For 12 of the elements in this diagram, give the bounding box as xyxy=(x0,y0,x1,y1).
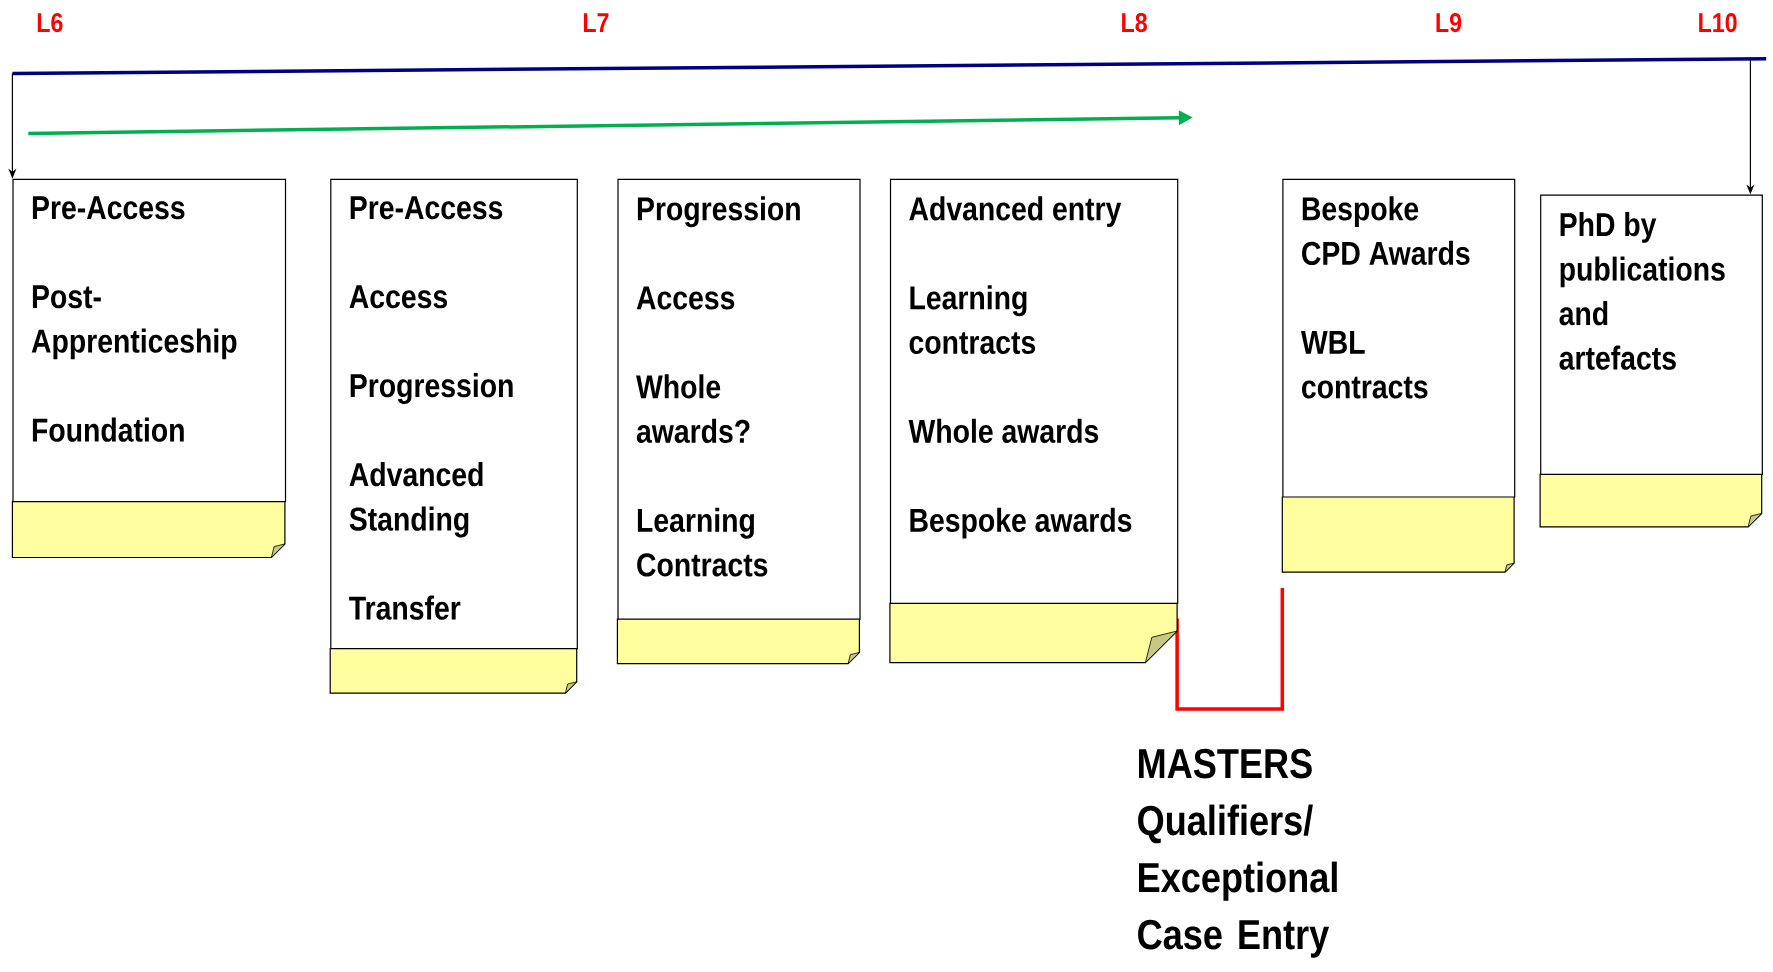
level-label: L10 xyxy=(1699,13,1737,33)
note-box: Pre-Access Post-Apprenticeship Foundation xyxy=(11,178,287,559)
note-text: MASTERS Qualifiers/ Exceptional Case Entry xyxy=(1138,748,1337,958)
level-label: L9 xyxy=(1436,13,1462,33)
note-box: PhD by publications and artefacts xyxy=(1539,194,1763,528)
note-box: Pre-Access Access Progression Advanced Standing Transfer xyxy=(329,178,578,694)
note-box: Bespoke CPD Awards WBL contracts xyxy=(1281,178,1516,573)
level-label: L8 xyxy=(1122,13,1147,33)
level-label: L6 xyxy=(37,13,63,33)
note-box: Advanced entry Learning contracts Whole awards Bespoke awards xyxy=(889,178,1179,664)
note-box: Progression Access Whole awards? Learning Contracts xyxy=(616,178,861,665)
level-label: L7 xyxy=(583,13,609,32)
